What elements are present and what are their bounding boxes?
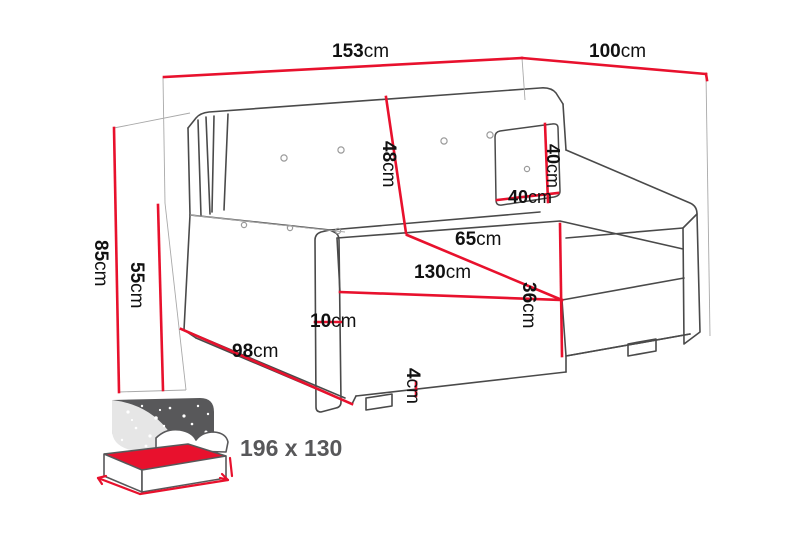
dimline-55 xyxy=(156,203,165,392)
dimension-label-55: 55cm xyxy=(126,262,147,309)
dimension-value-36: 36 xyxy=(518,282,539,304)
dimline-pillow-width xyxy=(495,191,560,202)
dimline-100 xyxy=(520,56,708,76)
dimension-value-98: 98 xyxy=(232,341,254,362)
bed-dim-arrow-left xyxy=(96,476,142,496)
dimension-unit-98: cm xyxy=(253,341,279,362)
dimline-65 xyxy=(405,233,564,302)
dimension-value-100: 100 xyxy=(589,41,621,62)
dimension-unit-4: cm xyxy=(402,378,423,404)
dimline-48 xyxy=(384,95,408,235)
dimension-value-pillow-height: 40 xyxy=(543,144,563,165)
dimension-value-48: 48 xyxy=(378,141,399,163)
dimension-label-4: 4cm xyxy=(402,368,423,404)
dimension-value-130: 130 xyxy=(414,262,446,283)
dimension-unit-pillow-width: cm xyxy=(528,187,553,207)
dimension-label-100: 100cm xyxy=(589,42,646,61)
dimension-value-4: 4 xyxy=(402,368,423,379)
dimension-unit-130: cm xyxy=(445,262,472,283)
dimtick-right xyxy=(704,72,709,82)
bed-size-label: 196 x 130 xyxy=(240,435,343,461)
dimension-value-85: 85 xyxy=(90,240,111,262)
dimension-unit-48: cm xyxy=(378,162,399,188)
dimension-label-10: 10cm xyxy=(310,312,356,331)
dimension-value-153: 153 xyxy=(332,41,364,62)
dimension-label-pillow-width: 40cm xyxy=(508,188,552,206)
dimline-153 xyxy=(162,56,524,79)
dimension-label-85: 85cm xyxy=(90,240,111,287)
dimension-label-130: 130cm xyxy=(414,263,471,282)
dimension-value-55: 55 xyxy=(126,262,147,284)
dimension-label-48: 48cm xyxy=(378,141,399,188)
dimline-85 xyxy=(112,126,121,394)
dimension-label-36: 36cm xyxy=(518,282,539,329)
bed-dim-arrow-right xyxy=(138,478,230,496)
dimline-36 xyxy=(558,222,564,358)
dimension-unit-pillow-height: cm xyxy=(543,164,563,189)
dimension-unit-153: cm xyxy=(363,41,390,62)
dimension-value-10: 10 xyxy=(310,311,332,332)
dimension-value-pillow-width: 40 xyxy=(508,187,529,207)
dimline-pillow-height xyxy=(543,122,550,204)
dimension-value-65: 65 xyxy=(455,229,477,250)
dimension-unit-65: cm xyxy=(476,229,502,250)
dimline-98 xyxy=(179,327,354,406)
dimension-label-65: 65cm xyxy=(455,230,501,249)
dimension-unit-85: cm xyxy=(90,261,111,287)
dimension-label-98: 98cm xyxy=(232,342,278,361)
dimension-unit-10: cm xyxy=(331,311,357,332)
dimension-label-153: 153cm xyxy=(332,42,389,61)
dimension-unit-55: cm xyxy=(126,283,147,309)
dimension-unit-100: cm xyxy=(620,41,647,62)
dimension-unit-36: cm xyxy=(518,303,539,329)
dimension-label-pillow-height: 40cm xyxy=(543,144,563,189)
dimline-130 xyxy=(338,290,564,302)
